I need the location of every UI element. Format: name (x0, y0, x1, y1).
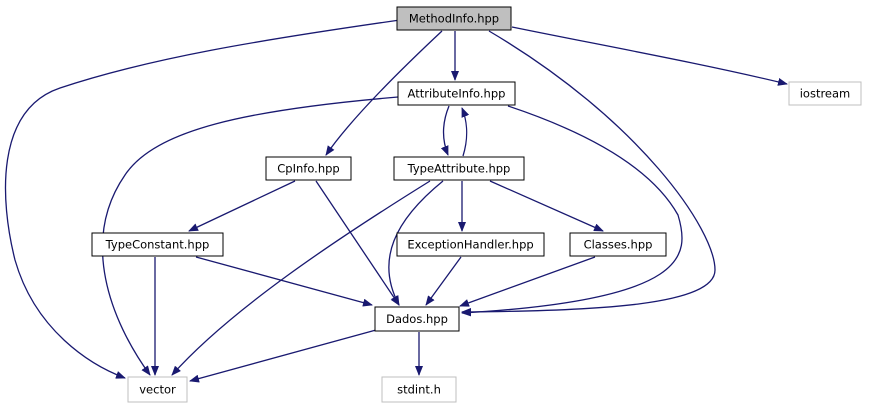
node-box-classes[interactable] (569, 232, 667, 257)
node-label-stdint: stdint.h (397, 383, 441, 397)
node-label-classes: Classes.hpp (584, 238, 653, 252)
node-vector[interactable]: vector (127, 376, 188, 403)
node-label-dados: Dados.hpp (386, 312, 448, 326)
node-label-typeconstant: TypeConstant.hpp (105, 238, 210, 252)
edges-layer (4, 19, 788, 383)
node-box-vector[interactable] (127, 376, 188, 403)
node-box-typeconstant[interactable] (91, 232, 224, 257)
node-label-cpinfo: CpInfo.hpp (277, 162, 339, 176)
node-stdint[interactable]: stdint.h (381, 376, 457, 403)
edge-methodinfo-to-vector (4, 19, 401, 379)
node-box-methodinfo[interactable] (396, 6, 512, 31)
node-methodinfo[interactable]: MethodInfo.hpp (396, 6, 512, 31)
node-box-stdint[interactable] (381, 376, 457, 403)
node-label-attributeinfo: AttributeInfo.hpp (408, 87, 506, 101)
node-cpinfo[interactable]: CpInfo.hpp (265, 156, 352, 181)
edge-attributeinfo-to-dados (461, 105, 683, 317)
edge-typeconstant-to-dados (195, 256, 373, 307)
node-label-methodinfo: MethodInfo.hpp (409, 12, 499, 26)
node-iostream[interactable]: iostream (788, 81, 862, 106)
node-box-cpinfo[interactable] (265, 156, 352, 181)
edge-classes-to-dados (459, 256, 596, 307)
edge-exceptionhandler-to-dados (425, 256, 462, 306)
node-label-vector: vector (139, 383, 176, 397)
node-dados[interactable]: Dados.hpp (374, 306, 460, 332)
node-typeattribute[interactable]: TypeAttribute.hpp (393, 156, 525, 181)
node-label-exceptionhandler: ExceptionHandler.hpp (407, 238, 533, 252)
node-box-typeattribute[interactable] (393, 156, 525, 181)
node-attributeinfo[interactable]: AttributeInfo.hpp (397, 81, 516, 106)
node-label-iostream: iostream (800, 87, 851, 101)
edge-methodinfo-to-iostream (511, 26, 788, 86)
edge-cpinfo-to-dados (315, 180, 400, 306)
edge-attributeinfo-to-vector (101, 96, 399, 376)
edge-typeattribute-to-dados (388, 180, 444, 306)
node-box-attributeinfo[interactable] (397, 81, 516, 106)
edge-methodinfo-to-dados (461, 30, 716, 316)
node-typeconstant[interactable]: TypeConstant.hpp (91, 232, 224, 257)
node-classes[interactable]: Classes.hpp (569, 232, 667, 257)
edge-methodinfo-to-cpinfo (325, 30, 443, 156)
edge-typeattribute-to-classes (489, 180, 604, 232)
edge-dados-to-vector (189, 329, 377, 383)
node-box-iostream[interactable] (788, 81, 862, 106)
edge-cpinfo-to-typeconstant (188, 180, 296, 232)
node-box-exceptionhandler[interactable] (396, 232, 545, 257)
node-box-dados[interactable] (374, 306, 460, 332)
edge-typeattribute-to-vector (171, 180, 431, 376)
node-exceptionhandler[interactable]: ExceptionHandler.hpp (396, 232, 545, 257)
node-label-typeattribute: TypeAttribute.hpp (407, 162, 511, 176)
edge-typeattribute-to-attributeinfo (461, 107, 470, 157)
edge-attributeinfo-to-typeattribute (440, 105, 450, 156)
